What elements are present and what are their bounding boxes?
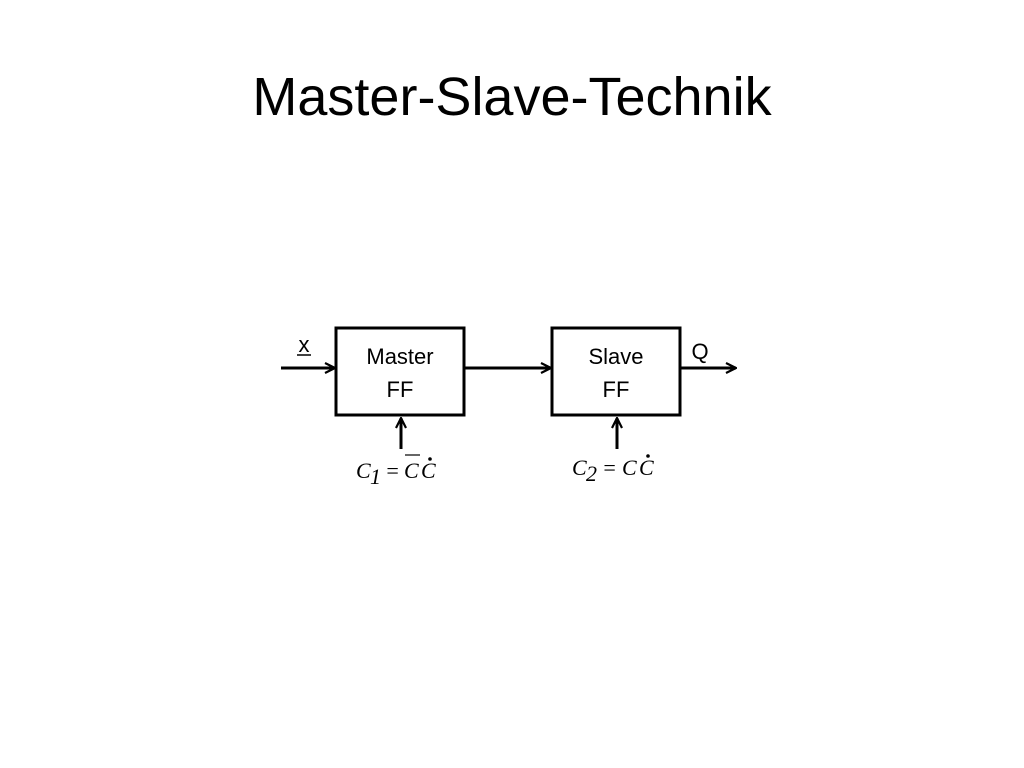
master-ff-label-line2: FF — [387, 377, 414, 402]
master-formula-op: = — [385, 458, 400, 483]
master-formula-rhs-b: C — [421, 458, 436, 483]
master-ff-label-line1: Master — [366, 344, 433, 369]
output-label-q: Q — [691, 339, 708, 364]
master-formula-dot — [428, 457, 432, 461]
slave-formula-rhs-b: C — [639, 455, 654, 480]
page-title: Master-Slave-Technik — [252, 67, 772, 127]
master-formula-rhs-a: C — [404, 458, 419, 483]
master-ff-box — [334, 326, 466, 417]
slave-ff-label-line1: Slave — [588, 344, 643, 369]
slave-clock-formula: C 2 = C C — [572, 454, 654, 486]
slave-ff-label-line2: FF — [603, 377, 630, 402]
input-label-x: x — [299, 332, 310, 357]
slave-formula-op: = — [602, 455, 617, 480]
master-clock-formula: C 1 = C C — [356, 454, 436, 489]
master-formula-var: C — [356, 458, 371, 483]
slave-formula-rhs-a: C — [622, 455, 637, 480]
slave-formula-sub: 2 — [586, 461, 597, 486]
slave-ff-box — [550, 326, 682, 417]
master-formula-sub: 1 — [370, 464, 381, 489]
slave-formula-var: C — [572, 455, 587, 480]
slave-formula-dot — [646, 454, 650, 458]
